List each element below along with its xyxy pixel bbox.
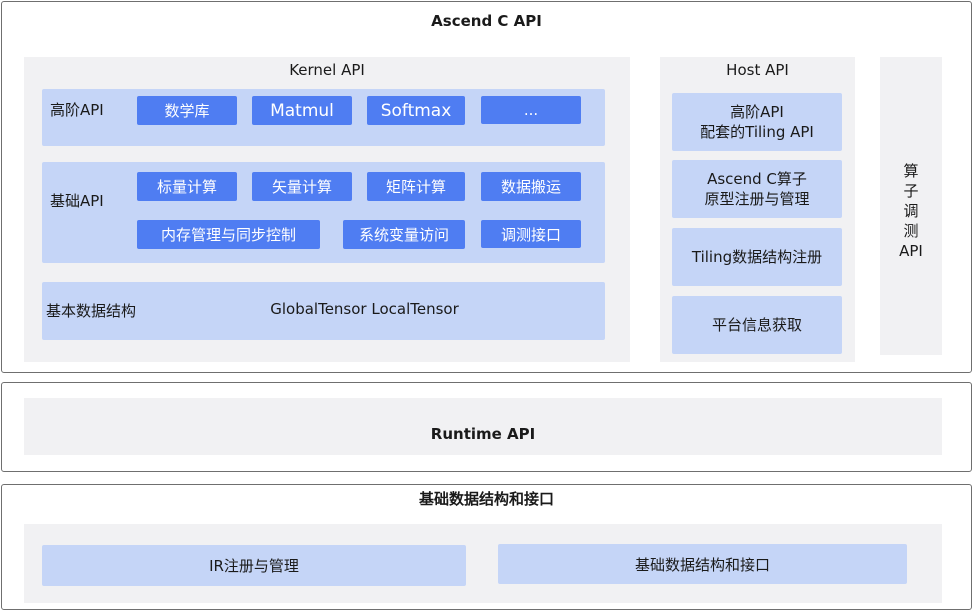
ir-registration-box: IR注册与管理 xyxy=(42,545,466,586)
runtime-api-panel: Runtime API xyxy=(24,398,942,455)
host-platform-info: 平台信息获取 xyxy=(672,296,842,354)
advanced-api-label: 高阶API xyxy=(50,101,104,119)
chip-memory-sync-control: 内存管理与同步控制 xyxy=(137,220,320,249)
chip-math-library: 数学库 xyxy=(137,96,237,125)
host-operator-prototype-registration: Ascend C算子 原型注册与管理 xyxy=(672,160,842,218)
host-item-line2: 原型注册与管理 xyxy=(704,190,810,208)
chip-system-variable-access: 系统变量访问 xyxy=(343,220,465,249)
basic-data-structure-label: 基本数据结构 xyxy=(46,302,137,320)
host-tiling-structure-registration: Tiling数据结构注册 xyxy=(672,228,842,286)
chip-data-transfer: 数据搬运 xyxy=(481,172,581,201)
chip-softmax: Softmax xyxy=(367,96,465,125)
debug-char: 子 xyxy=(903,182,919,200)
host-item-line2: 配套的Tiling API xyxy=(700,123,814,141)
chip-vector-compute: 矢量计算 xyxy=(252,172,352,201)
chip-scalar-compute: 标量计算 xyxy=(137,172,237,201)
operator-debug-api-panel: 算 子 调 测 API xyxy=(880,57,942,355)
basic-structures-interfaces-box: 基础数据结构和接口 xyxy=(498,544,907,584)
host-item-line1: Tiling数据结构注册 xyxy=(691,248,823,266)
debug-char: 调 xyxy=(903,202,919,220)
chip-debug-interface: 调测接口 xyxy=(481,220,581,248)
debug-char: 测 xyxy=(903,222,919,240)
kernel-api-title: Kernel API xyxy=(289,61,365,79)
host-item-line1: Ascend C算子 xyxy=(707,170,807,188)
ascend-c-api-title: Ascend C API xyxy=(431,12,542,30)
debug-char: API xyxy=(899,242,923,260)
debug-char: 算 xyxy=(903,162,919,180)
basic-api-label: 基础API xyxy=(50,192,104,210)
chip-matrix-compute: 矩阵计算 xyxy=(367,172,465,201)
ir-registration-label: IR注册与管理 xyxy=(209,557,299,575)
host-item-line1: 平台信息获取 xyxy=(711,316,802,334)
tensor-types-text: GlobalTensor LocalTensor xyxy=(270,300,459,318)
basic-structures-interfaces-label: 基础数据结构和接口 xyxy=(634,555,770,574)
operator-debug-api-label: 算 子 调 测 API xyxy=(880,161,942,261)
basic-interfaces-title: 基础数据结构和接口 xyxy=(418,490,554,508)
host-item-line1: 高阶API xyxy=(730,103,784,121)
chip-more: ... xyxy=(481,96,581,124)
chip-matmul: Matmul xyxy=(252,96,352,125)
host-api-title: Host API xyxy=(726,61,789,79)
basic-data-structure-group: 基本数据结构 GlobalTensor LocalTensor xyxy=(42,282,605,340)
host-advanced-tiling-api: 高阶API 配套的Tiling API xyxy=(672,93,842,151)
runtime-api-title: Runtime API xyxy=(430,424,536,443)
